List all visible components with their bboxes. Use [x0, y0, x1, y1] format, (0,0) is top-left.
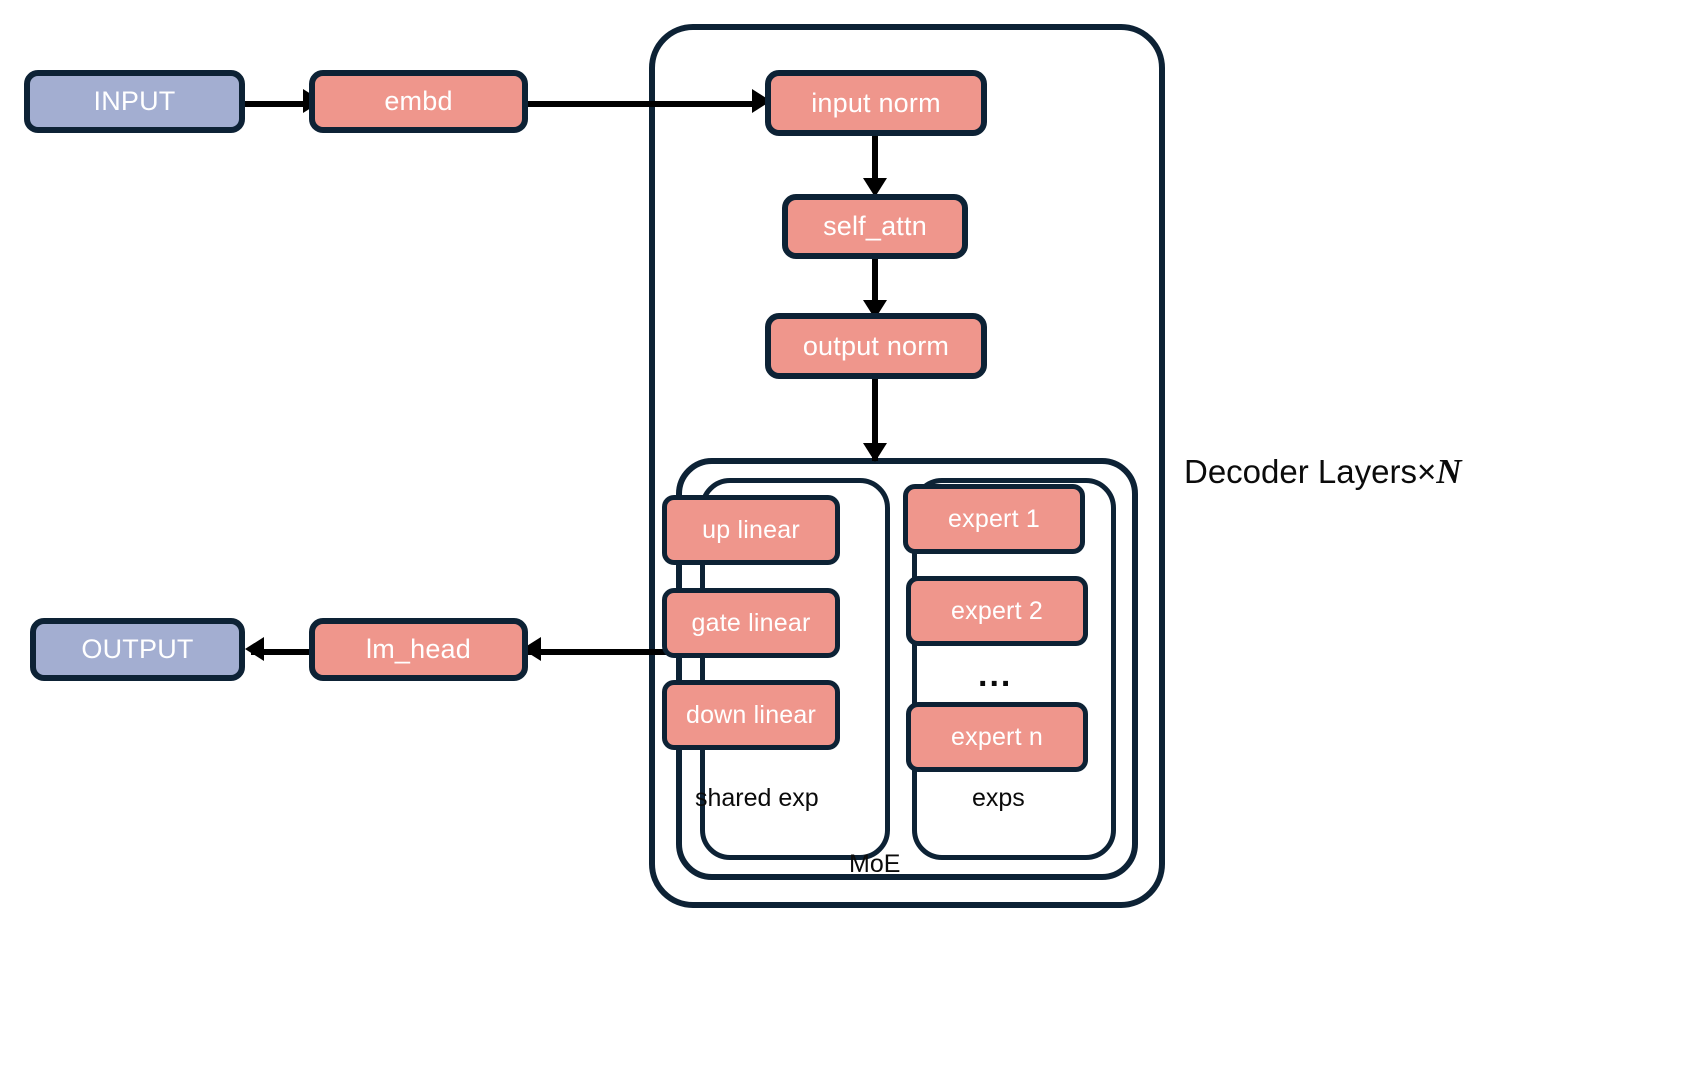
node-embd[interactable]: embd: [309, 70, 528, 133]
connector-output-norm-to-moe: [872, 379, 878, 461]
node-output-norm[interactable]: output norm: [765, 313, 987, 379]
connector-lm-head-to-output: [251, 649, 309, 655]
decoder-label-multiplier: N: [1436, 452, 1462, 491]
node-up-linear[interactable]: up linear: [662, 495, 840, 565]
label-shared-exp: shared exp: [695, 784, 819, 812]
group-moe: [676, 458, 1138, 880]
decoder-label-prefix: Decoder Layers×: [1184, 453, 1437, 490]
node-gate-linear[interactable]: gate linear: [662, 588, 840, 658]
label-decoder-layers: Decoder Layers×N: [1184, 454, 1462, 489]
expert-ellipsis: ...: [978, 656, 1013, 694]
group-experts: [912, 478, 1116, 860]
label-moe: MoE: [849, 850, 901, 878]
connector-embd-to-input-norm: [528, 101, 758, 107]
arrowhead-lm-head-to-output: [245, 637, 264, 661]
node-input[interactable]: INPUT: [24, 70, 245, 133]
node-expert-2[interactable]: expert 2: [906, 576, 1088, 646]
node-down-linear[interactable]: down linear: [662, 680, 840, 750]
connector-input-norm-to-self-attn: [872, 136, 878, 192]
node-self-attn[interactable]: self_attn: [782, 194, 968, 259]
connector-self-attn-to-output-norm: [872, 259, 878, 315]
group-shared-expert: [700, 478, 890, 860]
group-decoder-layers: [649, 24, 1165, 908]
connector-input-to-embd: [245, 101, 309, 107]
node-expert-n[interactable]: expert n: [906, 702, 1088, 772]
arrowhead-input-norm-to-self-attn: [863, 178, 887, 197]
node-lm-head[interactable]: lm_head: [309, 618, 528, 681]
arrowhead-output-norm-to-moe: [863, 443, 887, 462]
connector-moe-to-lm-head: [528, 649, 680, 655]
node-expert-1[interactable]: expert 1: [903, 484, 1085, 554]
node-input-norm[interactable]: input norm: [765, 70, 987, 136]
label-exps: exps: [972, 784, 1025, 812]
node-output[interactable]: OUTPUT: [30, 618, 245, 681]
